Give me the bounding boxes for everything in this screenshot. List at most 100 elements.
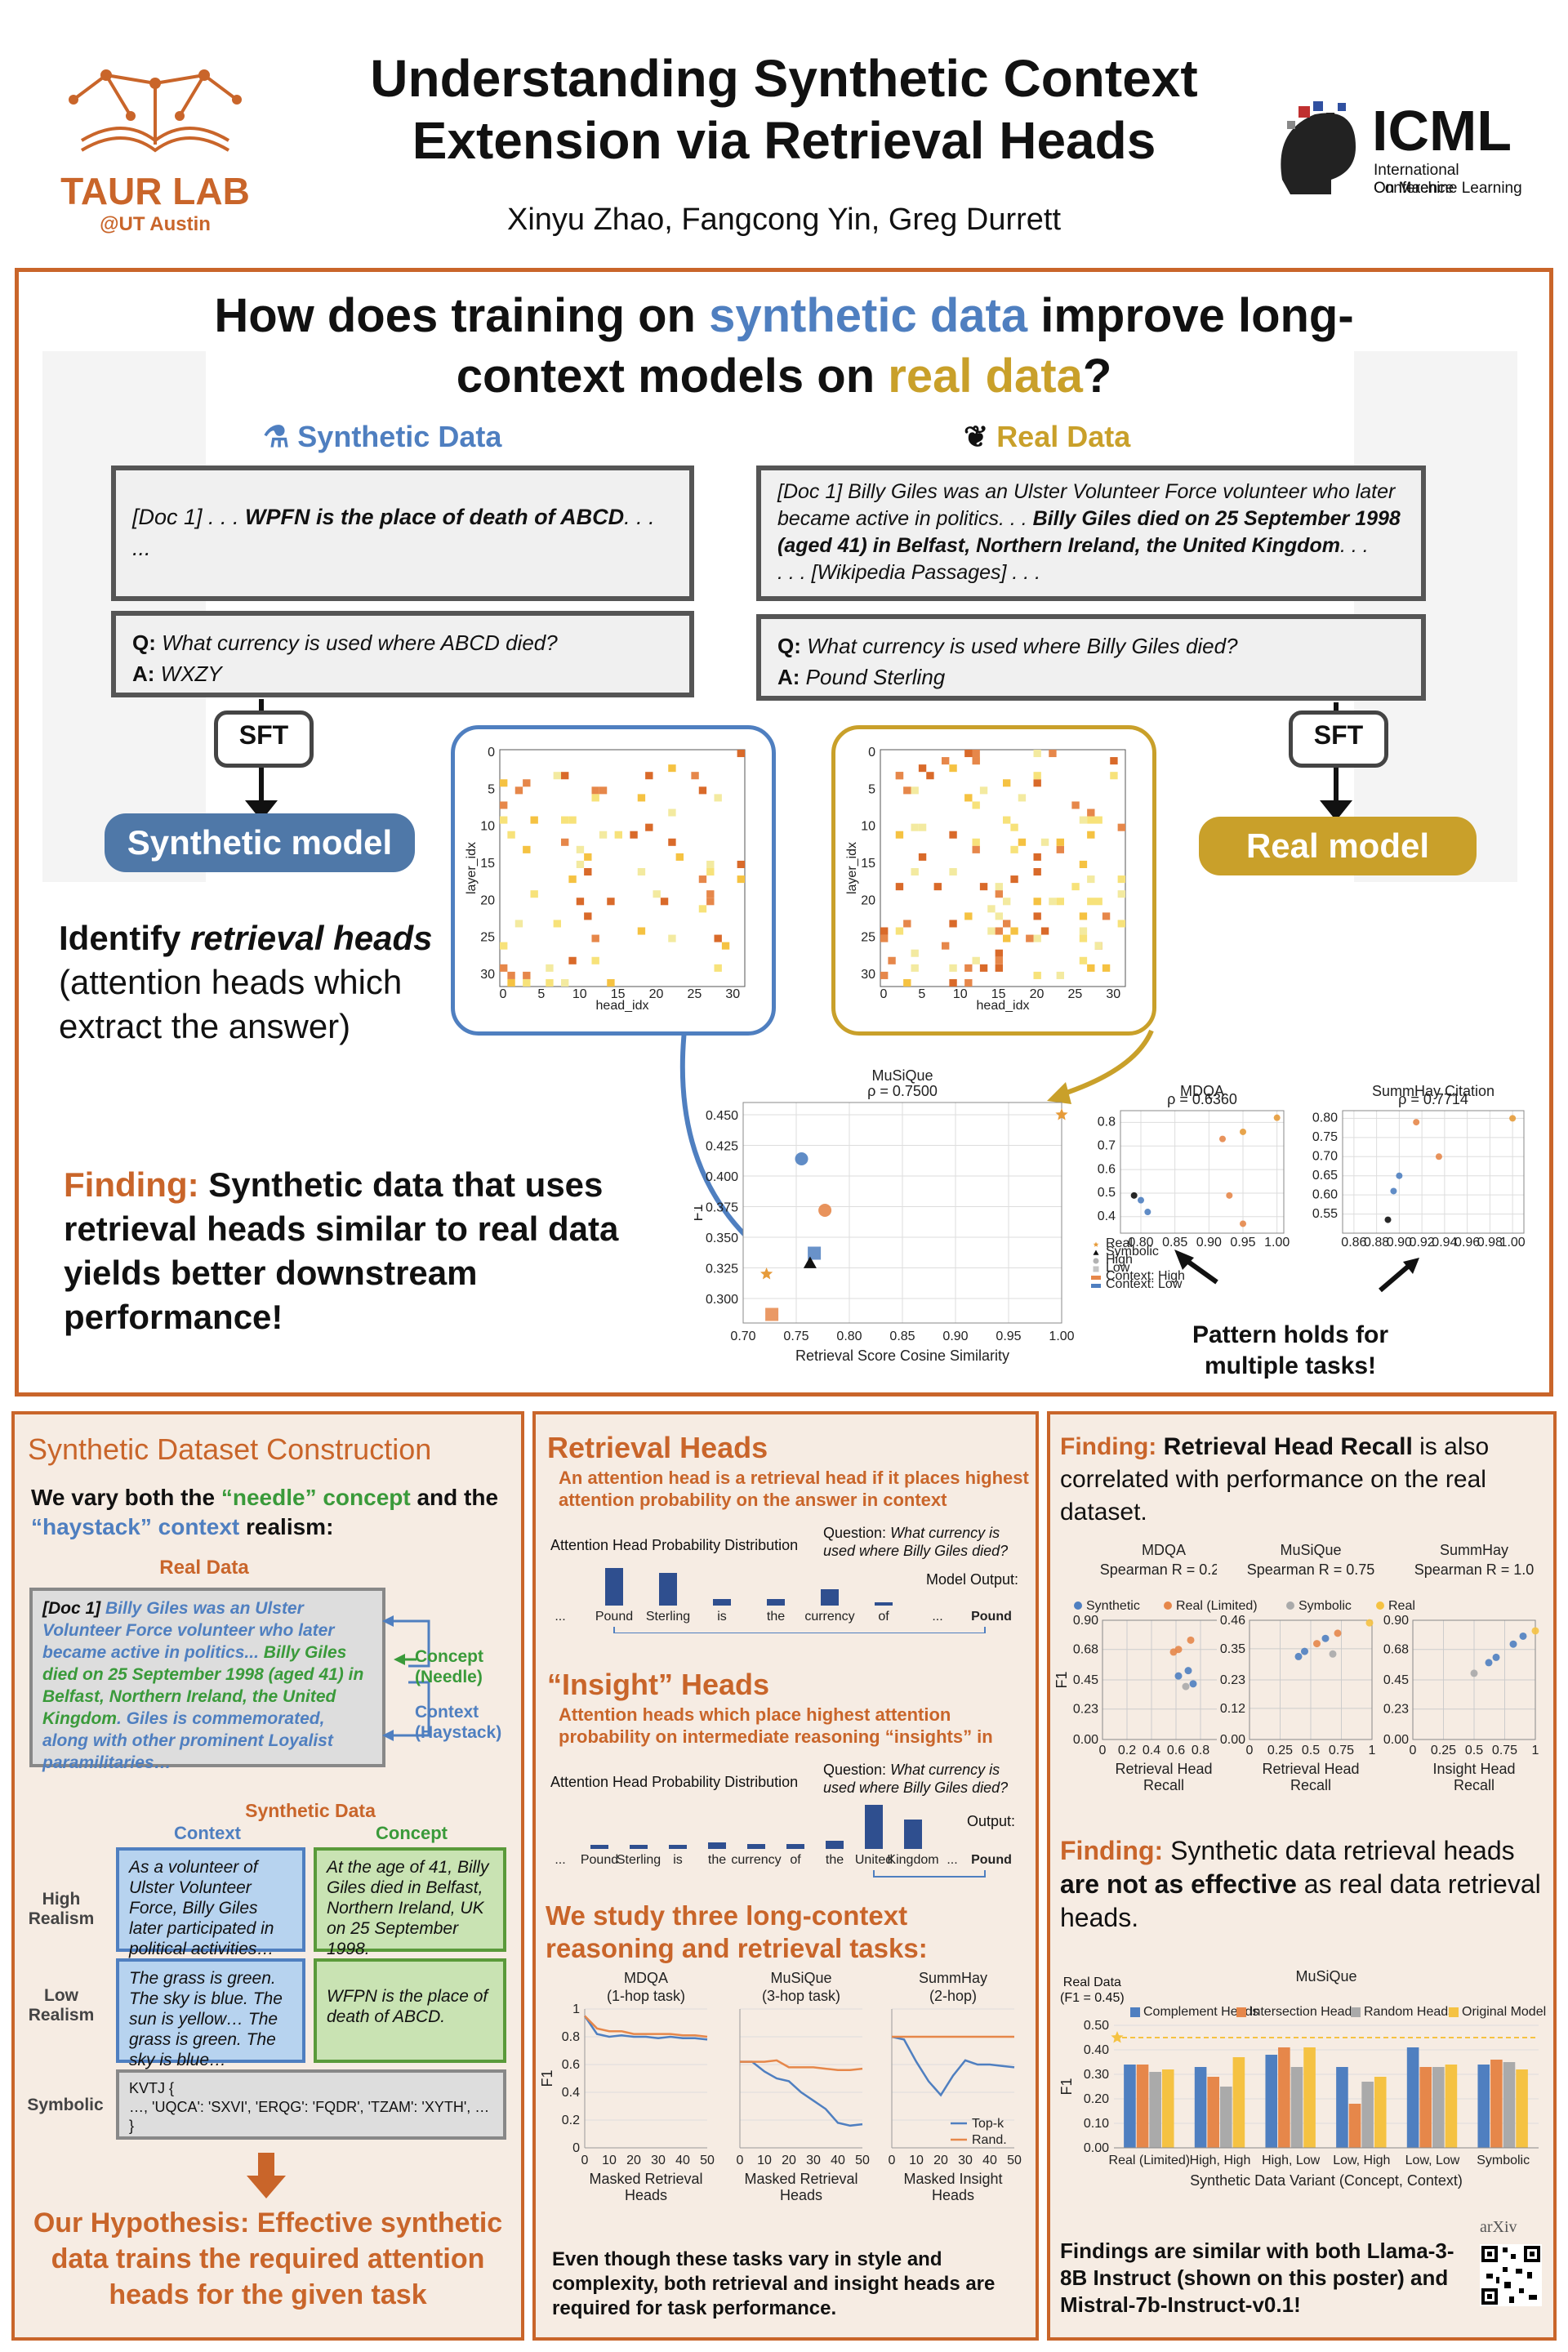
heatmap-cell bbox=[630, 831, 638, 839]
identify-text: Identify retrieval heads (attention head… bbox=[59, 916, 434, 1049]
bar bbox=[1303, 2047, 1316, 2148]
y-tick-label: 0.35 bbox=[1220, 1642, 1245, 1656]
heatmap-cell bbox=[1018, 838, 1027, 846]
qr-code-icon[interactable] bbox=[1480, 2244, 1542, 2306]
heatmap-cell bbox=[607, 978, 615, 987]
heatmap-cell bbox=[995, 949, 1003, 957]
heatmap-cell bbox=[1049, 898, 1057, 906]
x-tick-label: 0.92 bbox=[1410, 1236, 1435, 1250]
x-tick-label: 30 bbox=[651, 2154, 666, 2167]
plot-frame bbox=[1102, 1619, 1217, 1740]
heatmap-y-tick: 30 bbox=[480, 968, 495, 982]
effective-finding-a: Synthetic data retrieval heads bbox=[1163, 1836, 1515, 1865]
heatmap-cell bbox=[698, 875, 707, 884]
y-tick-label: 0.45 bbox=[1073, 1673, 1098, 1687]
x-tick-label: 0.25 bbox=[1267, 1744, 1293, 1757]
token-label: Kingdom bbox=[887, 1853, 938, 1867]
y-tick-label: 0.55 bbox=[1312, 1207, 1338, 1221]
attention-bar bbox=[659, 1573, 677, 1606]
overview-question: How does training on synthetic data impr… bbox=[0, 286, 1568, 407]
question-label-2: Question: bbox=[823, 1762, 887, 1778]
series-line bbox=[740, 2059, 863, 2072]
retrieval-heads-title: Retrieval Heads bbox=[547, 1431, 768, 1464]
y-tick-label: 0.00 bbox=[1383, 1733, 1409, 1747]
heatmap-cell bbox=[500, 942, 508, 950]
x-tick-label: 0 bbox=[1410, 1744, 1417, 1757]
taur-lab-logo: TAUR LAB @UT Austin bbox=[49, 59, 261, 235]
y-tick-label: 0.46 bbox=[1220, 1614, 1245, 1628]
x-tick-label: 0 bbox=[1099, 1744, 1107, 1757]
y-tick-label: 0.6 bbox=[562, 2058, 580, 2072]
bar bbox=[1374, 2077, 1387, 2148]
heatmap-cell bbox=[576, 845, 585, 853]
y-tick-label: 0.450 bbox=[706, 1109, 738, 1123]
heatmap-cell bbox=[500, 801, 508, 809]
real-question: What currency is used where Billy Giles … bbox=[807, 634, 1238, 658]
synthetic-data-heading: Synthetic Data bbox=[245, 1800, 376, 1821]
attention-bar bbox=[821, 1589, 839, 1606]
heatmap-cell bbox=[1094, 942, 1102, 950]
y-axis-label: F1 bbox=[694, 1204, 706, 1221]
y-tick-label: 0.400 bbox=[706, 1170, 738, 1184]
x-tick-label: 30 bbox=[958, 2154, 973, 2167]
heatmap-cell bbox=[888, 956, 896, 964]
y-tick-label: 0.20 bbox=[1084, 2092, 1109, 2106]
data-point bbox=[1055, 1108, 1068, 1120]
heatmap-cell bbox=[949, 868, 957, 876]
heatmap-cell bbox=[591, 956, 599, 964]
x-tick-label: 0 bbox=[581, 2154, 589, 2167]
x-axis-label: Retrieval Score Cosine Similarity bbox=[795, 1348, 1009, 1364]
x-tick-label: 50 bbox=[1007, 2154, 1022, 2167]
heatmap-cell bbox=[1033, 853, 1041, 861]
attention-bar bbox=[713, 1599, 731, 1606]
heatmap-cell bbox=[523, 971, 531, 979]
synth-a-label: A: bbox=[132, 662, 155, 686]
legend-swatch bbox=[1091, 1284, 1101, 1288]
attention-bar bbox=[630, 1845, 648, 1849]
x-tick-label: 0.95 bbox=[996, 1330, 1021, 1343]
heatmap-cell bbox=[918, 853, 927, 861]
final-note: Findings are similar with both Llama-3-8… bbox=[1060, 2238, 1454, 2317]
recall-finding: Finding: Retrieval Head Recall is also c… bbox=[1060, 1431, 1542, 1529]
heatmap-cell bbox=[1010, 875, 1018, 884]
bar bbox=[1348, 2104, 1361, 2148]
series-line bbox=[583, 2015, 708, 2041]
bar bbox=[1419, 2067, 1432, 2148]
chart-title: MDQA bbox=[624, 1970, 668, 1986]
heatmap-cell bbox=[1079, 816, 1088, 824]
heatmap-cell bbox=[972, 750, 980, 758]
heatmap-cell bbox=[926, 772, 934, 780]
heatmap-cell bbox=[1049, 750, 1057, 758]
heatmap-cell bbox=[637, 927, 646, 935]
bar bbox=[1220, 2087, 1232, 2148]
book-network-icon bbox=[69, 69, 242, 153]
heatmap-cell bbox=[668, 808, 676, 817]
heatmap-cell bbox=[1003, 816, 1011, 824]
heatmap-cell bbox=[530, 816, 538, 824]
token-label: Pound bbox=[581, 1853, 618, 1867]
heatmap-cell bbox=[911, 949, 919, 957]
legend-label: Symbolic bbox=[1298, 1599, 1352, 1613]
effective-finding-b: are not as effective bbox=[1060, 1869, 1297, 1899]
heatmap-y-tick: 25 bbox=[861, 931, 875, 945]
heatmap-y-tick: 10 bbox=[480, 820, 495, 834]
bar bbox=[1161, 2069, 1174, 2148]
heatmap-cell bbox=[1110, 757, 1118, 765]
heatmap-cell bbox=[1056, 845, 1064, 853]
heatmap-cell bbox=[1003, 779, 1011, 787]
head-pixel-icon bbox=[1281, 101, 1356, 194]
y-tick-label: 0.40 bbox=[1084, 2043, 1109, 2057]
insight-heads-desc: Attention heads which place highest atte… bbox=[559, 1704, 993, 1747]
synthetic-qa-box: Q: What currency is used where ABCD died… bbox=[111, 611, 694, 697]
data-point bbox=[1509, 1115, 1517, 1122]
heatmap-x-tick: 20 bbox=[649, 987, 664, 1001]
heatmap-cell bbox=[568, 956, 577, 964]
data-point bbox=[1294, 1652, 1303, 1660]
bar bbox=[1265, 2055, 1278, 2148]
heatmap-x-tick: 25 bbox=[687, 987, 702, 1001]
heatmap-cell bbox=[972, 845, 980, 853]
synth-arrowhead bbox=[245, 800, 278, 821]
